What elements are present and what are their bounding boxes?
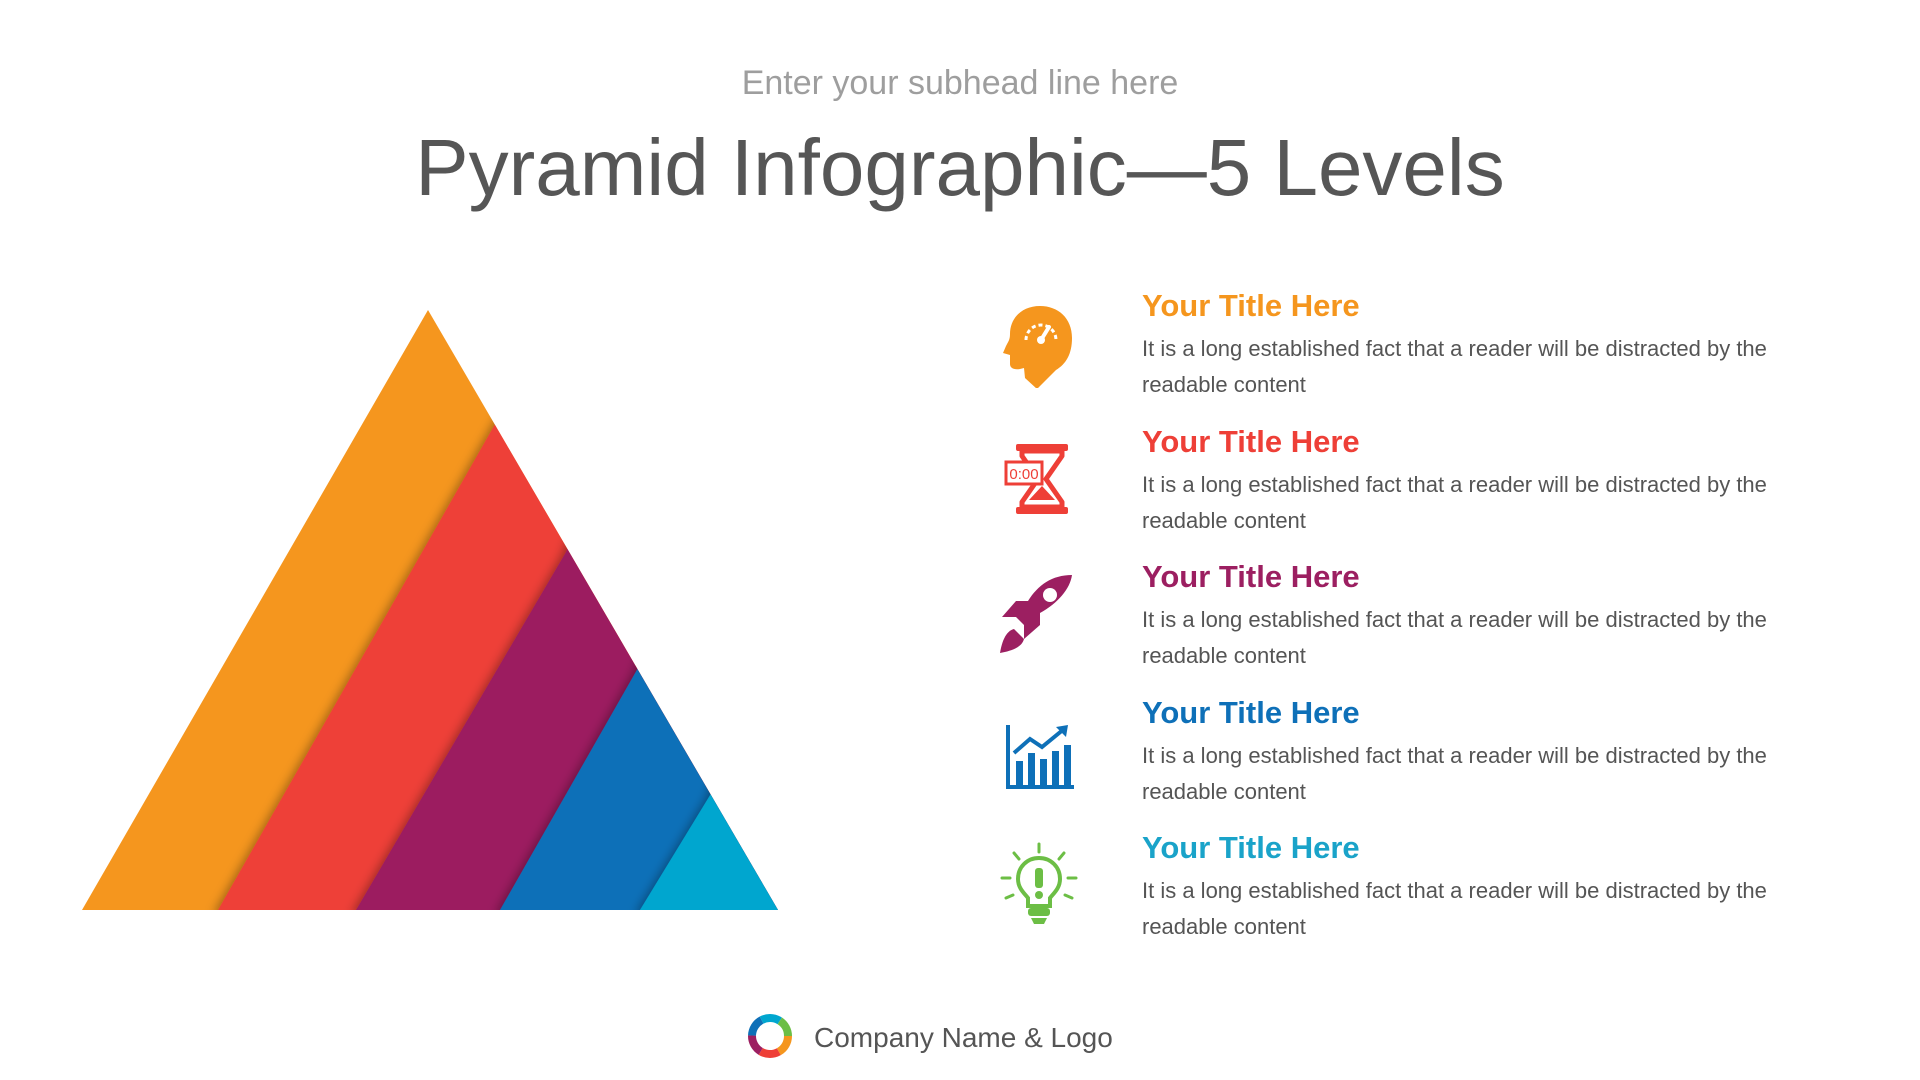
rocket-icon: [994, 569, 1084, 659]
item-text: It is a long established fact that a rea…: [1142, 336, 1767, 397]
timer-text: 0:00: [1009, 466, 1038, 483]
item-text: It is a long established fact that a rea…: [1142, 743, 1767, 804]
item-title: Your Title Here: [1142, 695, 1360, 730]
company-logo-ring-icon: [748, 1014, 792, 1058]
item-title: Your Title Here: [1142, 288, 1360, 323]
item-title: Your Title Here: [1142, 424, 1360, 459]
item-text: It is a long established fact that a rea…: [1142, 607, 1767, 668]
item-text: It is a long established fact that a rea…: [1142, 472, 1767, 533]
list-item: 0:00 Your Title Here It is a long establ…: [980, 424, 1860, 559]
item-title: Your Title Here: [1142, 559, 1360, 594]
list-item: Your Title Here It is a long established…: [980, 288, 1860, 423]
hourglass-timer-icon: 0:00: [994, 434, 1084, 524]
head-gauge-icon: [994, 298, 1084, 389]
bar-chart-growth-icon: [994, 705, 1084, 795]
item-text: It is a long established fact that a rea…: [1142, 878, 1767, 939]
list-item: Your Title Here It is a long established…: [980, 830, 1860, 965]
page-title: Pyramid Infographic—5 Levels: [415, 123, 1505, 212]
pyramid-diagram: [82, 310, 778, 910]
subhead: Enter your subhead line here: [741, 64, 1179, 102]
item-title: Your Title Here: [1142, 830, 1360, 865]
list-item: Your Title Here It is a long established…: [980, 695, 1860, 830]
lightbulb-icon: [994, 840, 1084, 930]
company-name: Company Name & Logo: [814, 1022, 1113, 1053]
list-item: Your Title Here It is a long established…: [980, 559, 1860, 694]
